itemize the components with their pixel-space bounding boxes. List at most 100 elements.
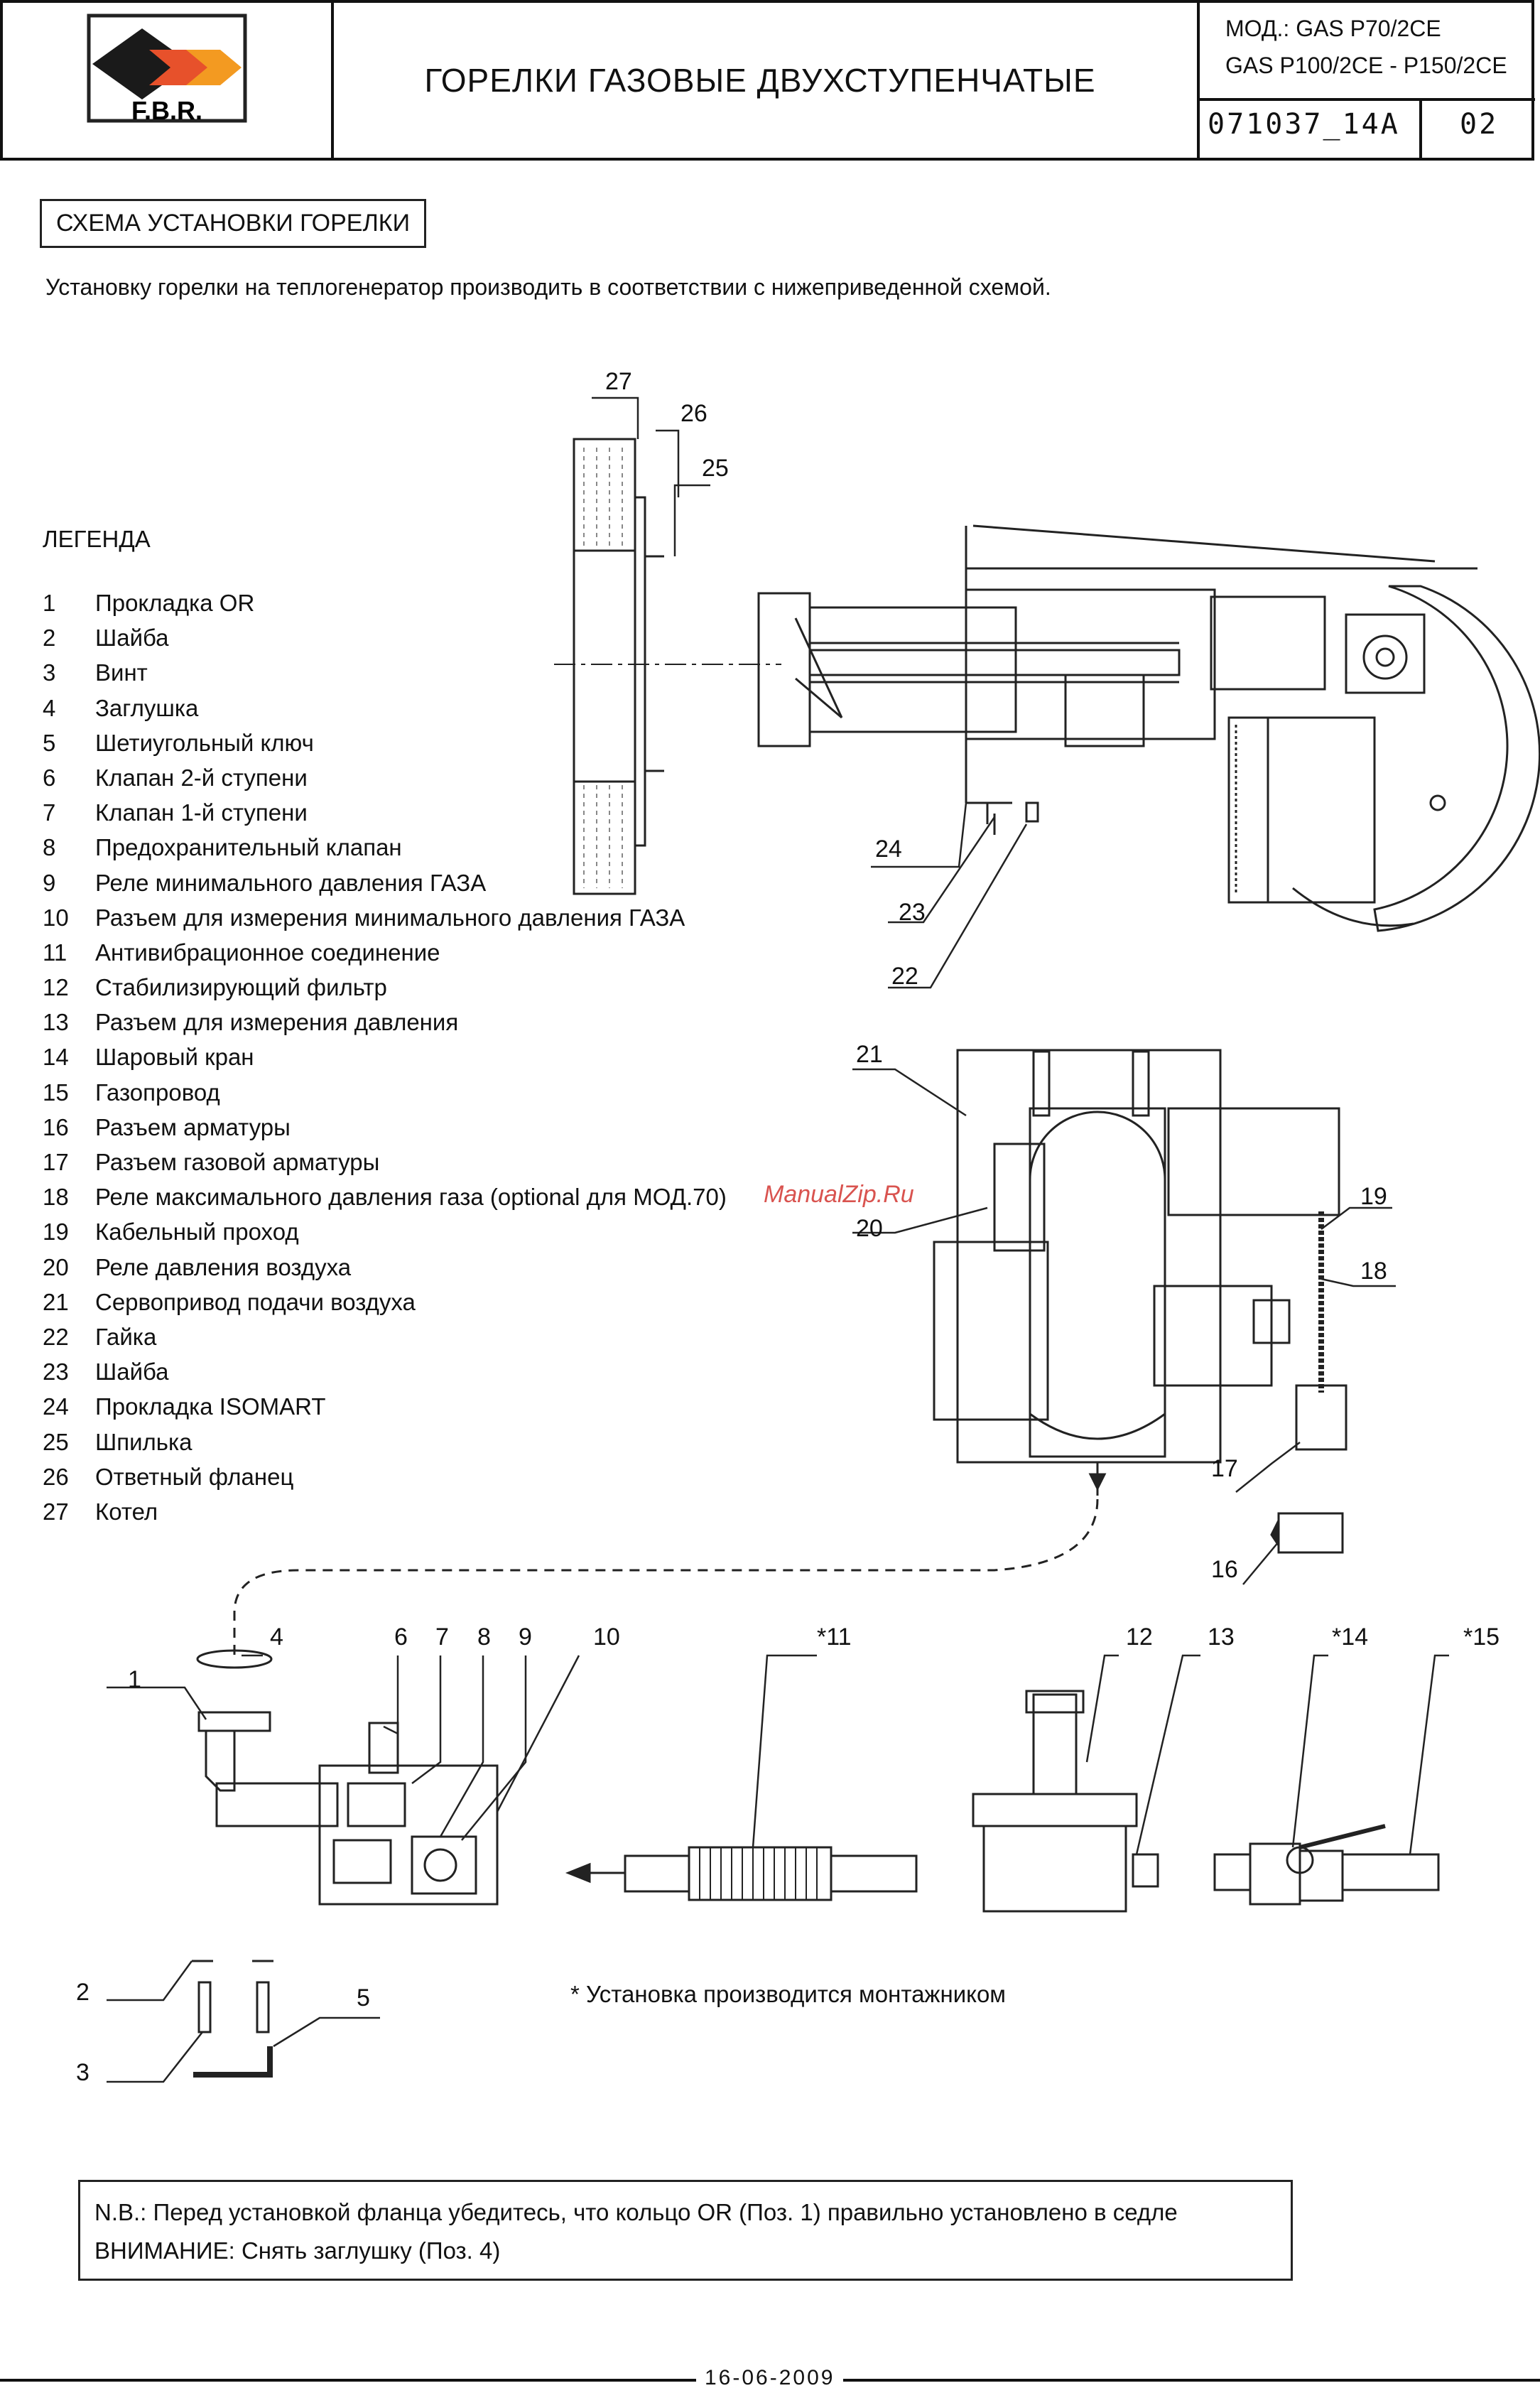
legend-item-label: Разъем арматуры: [95, 1113, 291, 1140]
legend-item-number: 12: [43, 974, 69, 1001]
title-block: F.B.R. ГОРЕЛКИ ГАЗОВЫЕ ДВУХСТУПЕНЧАТЫЕ М…: [0, 0, 1540, 162]
nb-note: N.B.: Перед установкой фланца убедитесь,…: [94, 2199, 1178, 2225]
intro-text: Установку горелки на теплогенератор прои…: [45, 274, 1051, 300]
legend-item-number: 15: [43, 1079, 69, 1106]
section-title: СХЕМА УСТАНОВКИ ГОРЕЛКИ: [40, 199, 427, 248]
logo-text: F.B.R.: [131, 96, 202, 125]
legend-item: 19 Кабельный проход: [43, 1219, 860, 1253]
legend-item-label: Котел: [95, 1498, 158, 1525]
legend-item-number: 8: [43, 834, 56, 861]
legend-item-number: 19: [43, 1219, 69, 1246]
model-divider: [1197, 98, 1535, 101]
legend-item-number: 17: [43, 1149, 69, 1175]
legend-item-number: 26: [43, 1463, 69, 1490]
legend-item-label: Сервопривод подачи воздуха: [95, 1288, 416, 1315]
legend-item-number: 3: [43, 659, 56, 686]
warning-note: ВНИМАНИЕ: Снять заглушку (Поз. 4): [94, 2237, 501, 2264]
legend-item-number: 24: [43, 1393, 69, 1420]
legend-item-label: Заглушка: [95, 694, 199, 721]
title-block-frame: [0, 0, 1534, 161]
legend-item: 4 Заглушка: [43, 695, 860, 730]
legend-item-number: 1: [43, 590, 56, 616]
installer-note: * Установка производится монтажником: [570, 1981, 1006, 2007]
callout-10: 10: [593, 1624, 620, 1651]
legend-item-number: 7: [43, 799, 56, 826]
legend-item-number: 9: [43, 869, 56, 896]
boiler-wall: [554, 438, 781, 895]
legend-item-number: 2: [43, 625, 56, 652]
legend-item-label: Разъем для измерения давления: [95, 1009, 459, 1036]
legend-item-label: Газопровод: [95, 1079, 220, 1106]
legend-item-label: Разъем для измерения минимального давлен…: [95, 904, 685, 931]
legend-item-label: Кабельный проход: [95, 1219, 299, 1246]
callout-21: 21: [856, 1041, 883, 1068]
model-line-2: GAS P100/2CE - P150/2CE: [1225, 53, 1507, 78]
callout-19: 19: [1360, 1183, 1387, 1210]
legend-item-number: 5: [43, 729, 56, 756]
legend-item-label: Прокладка ISOMART: [95, 1393, 326, 1420]
legend-item: 27 Котел: [43, 1498, 860, 1533]
legend-item-number: 6: [43, 764, 56, 791]
page-title: ГОРЕЛКИ ГАЗОВЫЕ ДВУХСТУПЕНЧАТЫЕ: [424, 62, 1096, 99]
callout-8: 8: [477, 1624, 491, 1651]
fbr-logo: F.B.R.: [87, 13, 247, 125]
legend-item-label: Предохранительный клапан: [95, 834, 402, 861]
legend-item-number: 25: [43, 1428, 69, 1455]
legend-item-number: 4: [43, 694, 56, 721]
legend-item-label: Шпилька: [95, 1428, 192, 1455]
callout-26: 26: [680, 400, 707, 427]
callout-25: 25: [702, 455, 729, 482]
legend-item-number: 20: [43, 1253, 69, 1280]
callout-7: 7: [435, 1624, 449, 1651]
callout-4: 4: [270, 1624, 283, 1651]
callout-9: 9: [519, 1624, 532, 1651]
callout-5: 5: [357, 1984, 370, 2011]
footer-date: 16-06-2009: [696, 2366, 844, 2390]
legend-item-number: 18: [43, 1184, 69, 1211]
callout-23: 23: [899, 899, 926, 926]
callout-24: 24: [875, 836, 902, 863]
legend-item-label: Шетиугольный ключ: [95, 729, 314, 756]
legend-item-label: Клапан 1-й ступени: [95, 799, 308, 826]
legend-title: ЛЕГЕНДА: [43, 526, 151, 552]
legend-item-number: 21: [43, 1288, 69, 1315]
logo-cell: [0, 0, 334, 161]
legend-item: 24 Прокладка ISOMART: [43, 1393, 860, 1428]
notes-box: N.B.: Перед установкой фланца убедитесь,…: [78, 2180, 1293, 2281]
model-line-1: МОД.: GAS P70/2CE: [1225, 16, 1441, 41]
callout-11: *11: [817, 1624, 852, 1651]
legend-item-label: Винт: [95, 659, 148, 686]
legend-item: 5 Шетиугольный ключ: [43, 730, 860, 765]
legend-item-number: 23: [43, 1358, 69, 1385]
callout-22: 22: [891, 963, 918, 990]
legend-item: 3 Винт: [43, 659, 860, 694]
legend-item-label: Антивибрационное соединение: [95, 939, 440, 966]
model-cell: [1197, 0, 1535, 161]
callout-27: 27: [605, 368, 632, 395]
sheet-number: 02: [1460, 108, 1499, 141]
legend-item: 11 Антивибрационное соединение: [43, 939, 860, 974]
legend-item: 8 Предохранительный клапан: [43, 834, 860, 869]
callout-18: 18: [1360, 1258, 1387, 1285]
legend-item-label: Прокладка OR: [95, 590, 255, 616]
legend-item-number: 27: [43, 1498, 69, 1525]
watermark: ManualZip.Ru: [764, 1181, 914, 1208]
legend-item-number: 11: [43, 939, 67, 966]
doc-number: 071037_14A: [1208, 108, 1400, 141]
burner-front-view: [233, 1049, 1348, 1655]
